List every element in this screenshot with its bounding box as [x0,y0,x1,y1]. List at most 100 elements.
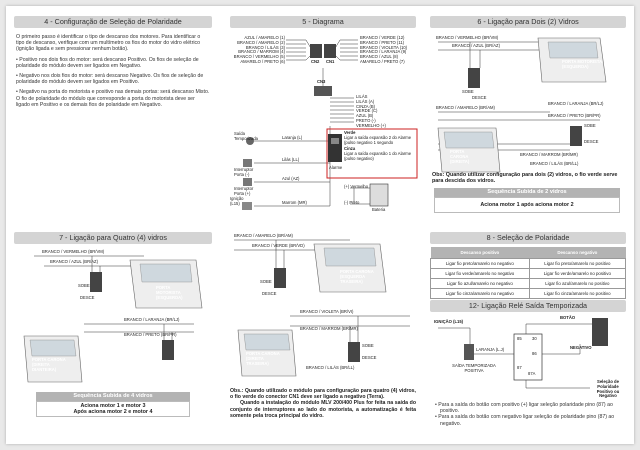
rear-right-door-label: PORTA CARONA (DIREITA TRASEIRA) [246,351,280,366]
relay-pin: 87 [517,365,522,370]
polarity-table: Descanso positivo Descanso negativo Liga… [430,247,627,299]
section-title: 4 - Configuração de Seleção de Polaridad… [14,16,212,28]
timer-output-label: Saída Temporizada [234,131,258,141]
alarm-instructions: Verde Ligar a saída expansão 2 do Alarme… [344,130,412,161]
paragraph: • Negativo nos dois fios do motor: será … [16,73,204,86]
wire-label: Azul (AZ) [282,176,300,181]
paragraph: • Positivo nos dois fios do motor: será … [16,56,199,69]
cn1-label: CN1 [326,59,335,64]
up-label: SOBE [78,283,90,288]
two-window-diagram [437,37,607,173]
door-switch-icon [243,178,252,186]
wire-label: BRANCO / MARROM (BR/MR) [520,152,578,157]
up-label: SOBE [584,123,596,128]
section-text: O primeiro passo é identificar o tipo de… [14,34,212,108]
ignition-switch-icon [464,344,474,360]
sequence-title: Sequência Subida de 2 vidros [434,188,620,197]
relay-pin: 85 [517,336,522,341]
relay-diagram [438,318,608,389]
up-label: SOBE [362,343,374,348]
wire-label: BRANCO / LILÁS (BR/LL) [306,365,355,370]
down-label: DESCE [362,355,377,360]
sequence-box: Sequência Subida de 2 vidros Aciona moto… [434,188,620,213]
wiring-diagram [242,39,418,210]
wire-label: BRANCO / VERMELHO (BR/VM) [42,249,105,254]
cn1-connector [324,44,336,58]
window-switch-icon [90,272,102,292]
relay-icon [513,333,543,381]
wire-label: BRANCO / VIOLETA (BR/VI) [300,309,354,314]
relay-pin: 30 [532,336,537,341]
relay-pin: 86 [532,351,537,356]
paragraph: • Negativo na porta do motorista e posit… [16,89,210,108]
window-switch-icon [274,268,286,288]
button-icon [592,318,608,346]
sequence-text: Aciona motor 1 após aciona motor 2 [434,197,620,213]
battery-label: Bateria [372,207,386,212]
window-switch-icon [348,342,360,362]
section-title: 6 - Ligação para Dois (2) Vidros [430,16,626,28]
section-polarity-config: 4 - Configuração de Seleção de Polaridad… [14,16,212,112]
wire-label: BRANCO / AZUL (BR/AZ) [50,259,99,264]
two-window-note: Obs: Quando utilizar configuração para d… [432,172,618,185]
down-label: DESCE [262,291,277,296]
wire-label: LARANJA (L.J) [476,347,505,352]
wire-label: BRANCO / VERMELHO (BR/VM) [436,35,499,40]
door-switch-icon [243,159,252,167]
down-label: DESCE [80,295,95,300]
section-four-windows-rear: BRANCO / AMARELO (BR/AM) BRANCO / VERDE … [230,232,416,442]
window-switch-icon [570,126,582,146]
wire-label: Laranja (L) [282,135,303,140]
cn2-label: CN2 [311,59,320,64]
paragraph: O primeiro passo é identificar o tipo de… [16,34,201,53]
wire-label: BRANCO / AMARELO (BR/AM) [436,105,495,110]
wire-label: Lilás (LL) [282,157,300,162]
wire-label: BRANCO / LARANJA (BR/LJ) [548,101,604,106]
section-title: 7 - Ligação para Quatro (4) vidros [14,232,212,244]
passenger-door-label: PORTA CARONA (DIREITA DIANTEIRA) [32,357,66,372]
driver-door-label: PORTA MOTORISTA (ESQUERDA) [562,59,602,69]
wire-label: BRANCO / LARANJA (BR/LJ) [124,317,180,322]
sequence-title: Sequência Subida de 4 vidros [36,392,190,401]
section-polarity-table: 8 - Seleção de Polaridade Descanso posit… [430,232,627,299]
red-wire-label: (+) Vermelho [344,184,369,189]
rear-left-door-label: PORTA CARONA (ESQUERDA TRASEIRA) [340,269,374,284]
timed-output-label: SAÍDA TEMPORIZADA POSITIVA [452,363,496,373]
button-label: BOTÃO [560,315,576,320]
alarm-label: Alarme [329,165,343,170]
sequence-text: Aciona motor 1 e motor 3 Após aciona mot… [36,401,190,417]
up-label: SOBE [462,89,474,94]
sequence-box: Sequência Subida de 4 vidros Aciona moto… [36,392,190,417]
window-switch-icon [468,68,480,88]
door-switch-pos-label: Interruptor Porta (+) [234,186,254,196]
alarm-highlight-box [326,128,418,179]
section-title: 12- Ligação Relé Saída Temporizada [430,300,626,312]
negative-label: NEGATIVO [570,345,592,350]
bullet-item: • Para a saída do botão com negativo lig… [435,414,615,427]
manual-page: 4 - Configuração de Seleção de Polaridad… [6,6,634,444]
battery-icon [369,183,389,207]
up-label: SOBE [260,279,272,284]
wire-label: BRANCO / AZUL (BR/AZ) [452,43,501,48]
black-wire-label: (-) Preto [344,200,360,205]
down-label: DESCE [584,139,599,144]
column-header: Descanso negativo [529,247,626,259]
down-label: DESCE [472,95,487,100]
wire-label: BRANCO / VERDE (BR/VD) [252,243,305,248]
wire-label: BRANCO / AMARELO (BR/AM) [234,233,293,238]
bullet-item: • Para a saída do botão com positivo (+)… [435,402,613,415]
passenger-door-label: PORTA CARONA (DIREITA) [450,149,470,164]
window-switch-icon [162,340,174,360]
section-relay: 12- Ligação Relé Saída Temporizada IGNIÇ… [430,300,626,440]
wire-label: BRANCO / PRETO (BR/PR) [548,113,601,118]
cn2-connector [310,44,322,58]
four-window-diagram [23,255,203,383]
column-header: Descanso positivo [430,247,530,259]
ignition-key-icon [242,202,252,210]
cn1-left-labels: AZUL / AMARELO (1)BRANCO / AMARELO (2)BR… [233,35,285,64]
